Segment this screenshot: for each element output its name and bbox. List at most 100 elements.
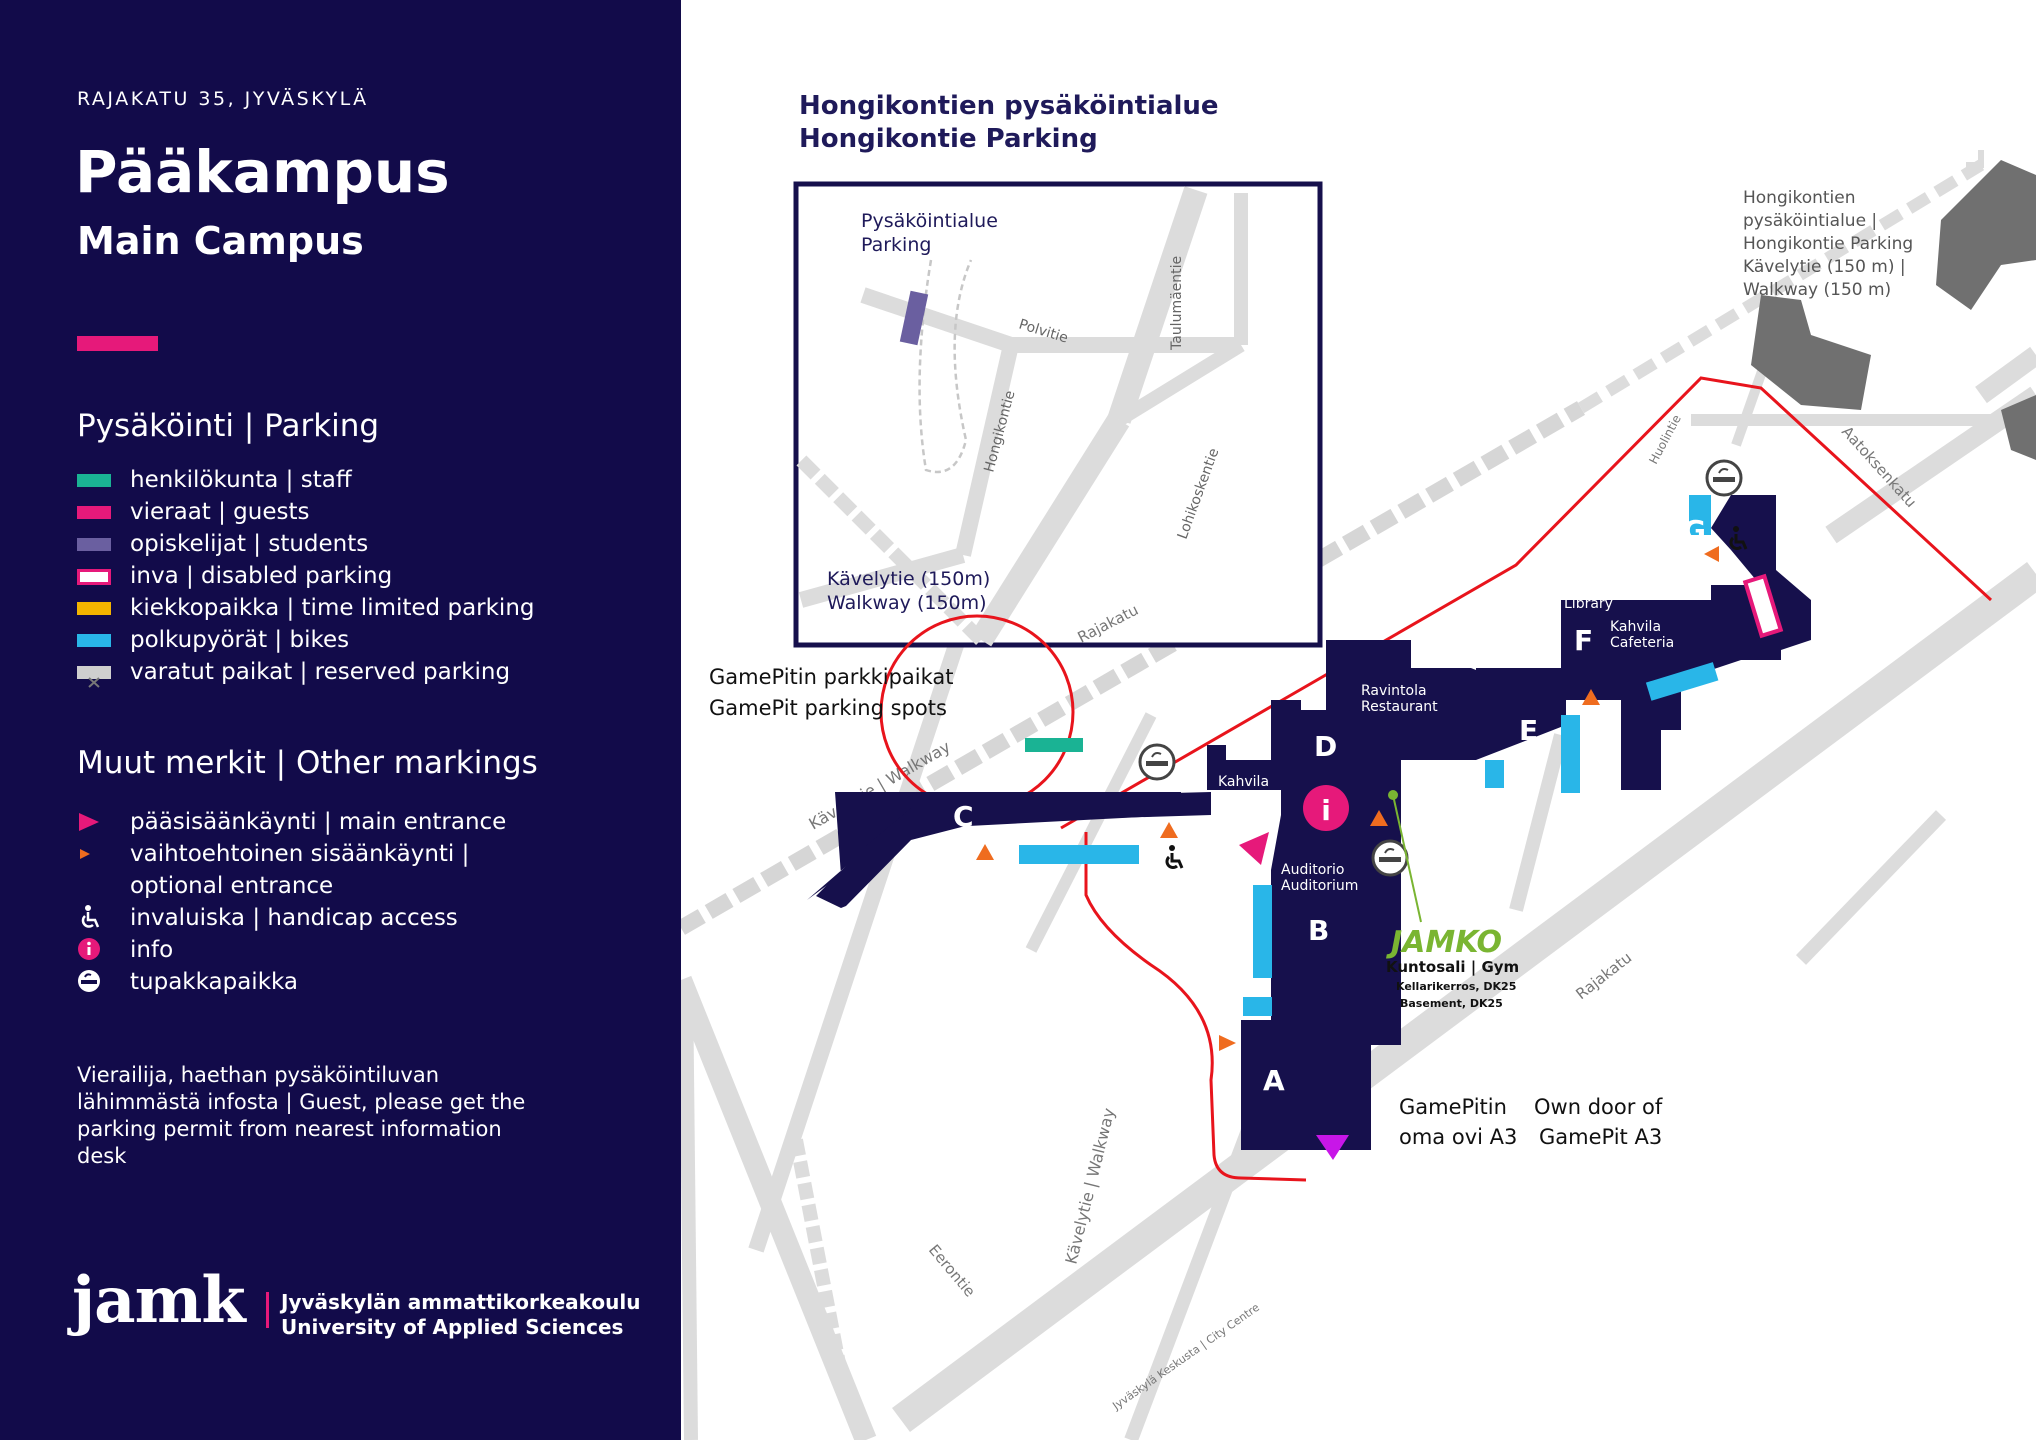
cross-icon	[88, 677, 100, 688]
route-lower	[1084, 832, 1307, 1182]
bike-rack	[1645, 662, 1719, 701]
jamko-basement-fi: Kellarikerros, DK25	[1396, 980, 1516, 993]
neighbor-buildings	[1751, 160, 2036, 460]
legend-label: vaihtoehtoinen sisäänkäynti | optional e…	[130, 841, 470, 899]
inset-walkway-label-en: Walkway (150m)	[827, 592, 987, 614]
main-entrance-icon	[79, 813, 99, 831]
building-c	[816, 792, 1211, 908]
page-subtitle: Main Campus	[77, 219, 364, 263]
bike-rack	[1019, 845, 1139, 864]
guests-swatch	[77, 506, 111, 519]
optional-entrance-icon	[1370, 810, 1388, 826]
building-efg	[1476, 495, 1811, 790]
building-f-letter: F	[1574, 624, 1593, 657]
disabled-parking-spot	[1742, 573, 1784, 639]
legend-label: henkilökunta | staff	[130, 467, 352, 493]
hongikontie-title-fi: Hongikontien pysäköintialue	[799, 91, 1219, 121]
inset-map: Pysäköintialue Parking Kävelytie (150m) …	[793, 181, 1323, 648]
logo-line-1: Jyväskylän ammattikorkeakoulu	[281, 1290, 641, 1314]
building-b-letter: B	[1308, 914, 1329, 947]
logo-line-2: University of Applied Sciences	[281, 1315, 624, 1339]
legend-label: varatut paikat | reserved parking	[130, 659, 511, 685]
auditorium-f-label-fi: Auditorio	[1481, 602, 1545, 618]
parking-legend: henkilökunta | staff vieraat | guests op…	[77, 464, 535, 688]
legend-info: info	[77, 934, 550, 966]
building-c-letter: C	[953, 800, 974, 833]
wheelchair-icon	[1729, 526, 1748, 550]
note-line: Walkway (150 m)	[1743, 280, 1891, 300]
bike-rack	[1243, 997, 1272, 1016]
kavelytie-lower-label: Kävelytie | Walkway	[1061, 1106, 1118, 1266]
auditorium-b-label-fi: Auditorio	[1281, 862, 1345, 878]
building-labels: Kahvila Cafeteria Ravintola Restaurant A…	[1218, 580, 1674, 894]
time-limited-swatch	[77, 602, 111, 615]
optional-entrance-icon	[1160, 822, 1178, 838]
bike-rack	[1253, 885, 1272, 978]
building-d-letter: D	[1314, 730, 1337, 763]
legend-main-entrance: pääsisäänkäynti | main entrance	[77, 806, 550, 838]
aatoksenkatu-road	[1975, 346, 2036, 404]
inner-road-far	[1795, 810, 1947, 965]
bike-racks	[1019, 495, 1719, 1016]
building-abd	[1207, 640, 1476, 1150]
bike-rack	[1561, 715, 1580, 793]
legend-reserved: varatut paikat | reserved parking	[77, 656, 535, 688]
restaurant-label-fi: Ravintola	[1361, 683, 1427, 699]
jamko-basement-en: Basement, DK25	[1400, 997, 1503, 1010]
optional-entrance-icon	[1704, 546, 1719, 562]
top-right-note: Hongikontien pysäköintialue | Hongikonti…	[1743, 188, 1913, 300]
inset-walkway	[796, 455, 986, 645]
inset-roads	[796, 186, 1248, 647]
legend-label: opiskelijat | students	[130, 531, 369, 557]
legend-time-limited: kiekkopaikka | time limited parking	[77, 592, 535, 624]
gamepit-door-fi-1: GamePitin	[1399, 1095, 1507, 1119]
jamko-gym-label: Kuntosali | Gym	[1386, 958, 1519, 977]
legend-students: opiskelijat | students	[77, 528, 535, 560]
student-parking-spot	[899, 290, 929, 346]
rajakatu-east	[1825, 386, 2036, 544]
info-symbol: i	[1321, 794, 1331, 827]
inset-frame	[793, 181, 1323, 648]
legend-handicap: invaluiska | handicap access	[77, 902, 550, 934]
neighbor-building	[1936, 160, 2036, 310]
legend-smoking: tupakkapaikka	[77, 966, 550, 998]
jamk-logo: jamk	[72, 1263, 246, 1338]
legend-label: invaluiska | handicap access	[130, 905, 458, 931]
auditorium-f-label-en: Auditorium	[1481, 618, 1558, 634]
parking-heading: Pysäköinti | Parking	[77, 408, 380, 444]
polvitie-road	[860, 287, 1014, 353]
building-letters: C D B A E F G	[953, 514, 1706, 1097]
hongikontie-road	[955, 343, 1019, 557]
gamepit-door-en-1: Own door of	[1534, 1095, 1663, 1119]
walkway-to-hongikontie	[1577, 159, 1985, 414]
building-e-letter: E	[1519, 714, 1538, 747]
staff-parking-spot	[1025, 738, 1083, 752]
staff-swatch	[77, 474, 111, 487]
bike-rack	[1485, 760, 1504, 788]
legend-guests: vieraat | guests	[77, 496, 535, 528]
smoking-areas	[1138, 459, 1743, 877]
cafeteria-f-label-en: Cafeteria	[1610, 635, 1674, 651]
building-a-letter: A	[1263, 1064, 1285, 1097]
info-icon	[1303, 785, 1349, 831]
neighbor-building	[1751, 295, 1871, 410]
legend-label: pääsisäänkäynti | main entrance	[130, 809, 507, 835]
accent-bar	[77, 336, 158, 351]
kavelytie-walkway-road	[681, 401, 1586, 935]
optional-entrance-icon	[80, 849, 90, 859]
inset-walkway-label-fi: Kävelytie (150m)	[827, 568, 990, 590]
city-centre-label: Jyväskylä Keskusta | City Centre	[1109, 1301, 1262, 1413]
optional-entrances	[976, 546, 1719, 1051]
walkway-arrow-icon	[1966, 150, 1984, 168]
inner-road-right	[1509, 733, 1568, 912]
smoking-icon	[1138, 743, 1176, 781]
legend-label: vieraat | guests	[130, 499, 310, 525]
gamepit-door-en-2: GamePit A3	[1539, 1125, 1662, 1149]
legend-bikes: polkupyörät | bikes	[77, 624, 535, 656]
page-title: Pääkampus	[75, 138, 450, 206]
legend-label: inva | disabled parking	[130, 563, 393, 589]
optional-entrance-icon	[1219, 1035, 1236, 1051]
lohikoskentie-road	[970, 413, 1130, 647]
visitor-note: Vierailija, haethan pysäköintiluvan lähi…	[77, 1063, 526, 1168]
building-g-letter: G	[1683, 514, 1706, 547]
